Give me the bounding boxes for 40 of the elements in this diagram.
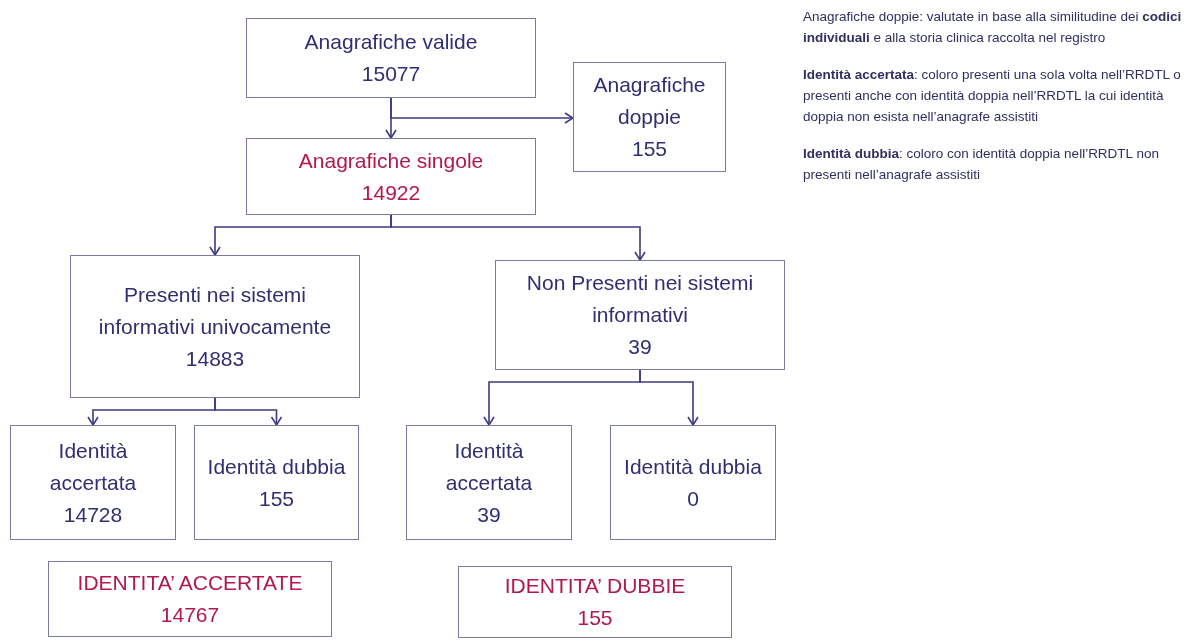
process-box xyxy=(48,561,332,637)
box-value: 14767 xyxy=(160,602,220,628)
box-heading: Anagrafiche valide xyxy=(304,29,478,55)
process-box xyxy=(458,566,732,638)
box-value: 155 xyxy=(258,485,294,512)
process-box xyxy=(194,425,359,540)
box-heading: Identità dubbia xyxy=(207,453,346,480)
box-value: 14883 xyxy=(185,345,245,372)
box-value: 14922 xyxy=(361,179,421,206)
box-heading: Presenti nei sistemi informativi univocamente xyxy=(97,281,333,340)
box-value: 0 xyxy=(687,485,699,512)
arrow xyxy=(639,369,699,426)
box-heading: Identità accertata xyxy=(48,437,138,496)
box-heading: Anagrafiche doppie xyxy=(592,72,707,130)
process-box xyxy=(573,62,726,172)
box-heading: Identità accertata xyxy=(444,437,534,496)
process-box xyxy=(406,425,572,540)
arrow xyxy=(390,97,574,124)
note-text: Identità accertata: coloro presenti una sola volta nell’RRDTL o presenti anche con identità doppia nell’RRDTL la cui identità doppia non esista nell’anagrafe assistiti xyxy=(803,66,1182,126)
process-box xyxy=(246,138,536,215)
box-heading: Identità dubbia xyxy=(624,453,762,480)
process-box xyxy=(246,18,536,98)
process-box xyxy=(495,260,785,370)
box-value: 39 xyxy=(628,334,652,360)
arrow xyxy=(214,397,283,426)
note-text: Identità dubbia: coloro con identità doppia nell’RRDTL non presenti nell’anagrafe assistiti xyxy=(803,145,1160,184)
process-box xyxy=(610,425,776,540)
box-value: 39 xyxy=(477,501,501,528)
box-heading: IDENTITA’ ACCERTATE xyxy=(77,570,303,596)
arrow xyxy=(390,214,646,261)
process-box xyxy=(10,425,176,540)
box-value: 14728 xyxy=(63,501,123,528)
process-box xyxy=(70,255,360,398)
box-heading: IDENTITA’ DUBBIE xyxy=(504,573,686,599)
note-text: Anagrafiche doppie: valutate in base alla similitudine dei codici individuali e alla storia clinica raccolta nel registro xyxy=(803,8,1183,47)
box-heading: Anagrafiche singole xyxy=(298,147,484,174)
box-value: 155 xyxy=(631,136,667,162)
box-value: 155 xyxy=(577,605,613,631)
box-value: 15077 xyxy=(361,61,421,87)
box-heading: Non Presenti nei sistemi informativi xyxy=(525,270,755,328)
